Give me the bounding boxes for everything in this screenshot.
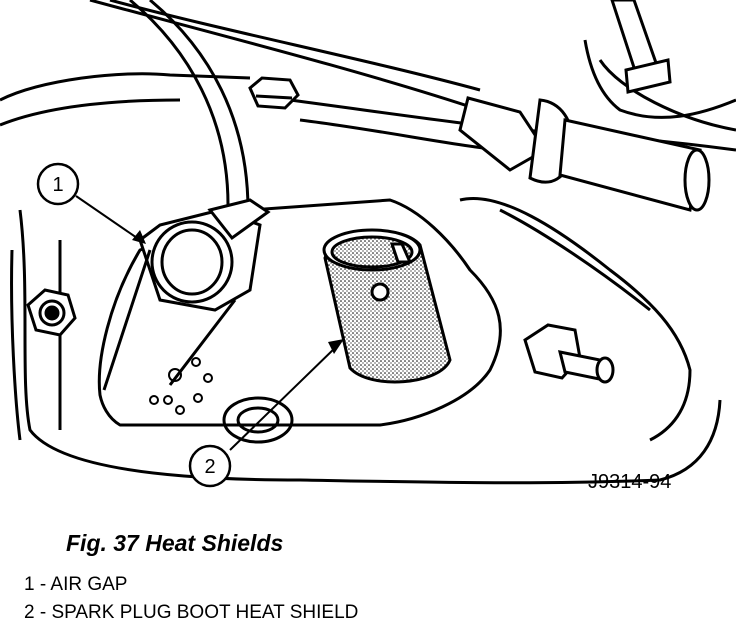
callout-2: 2: [188, 444, 232, 488]
legend-item-heat-shield: 2 - SPARK PLUG BOOT HEAT SHIELD: [24, 602, 359, 623]
top-rod: [610, 0, 672, 94]
callout-leaders: [75, 195, 339, 451]
boot-heat-shield-cylinder: [322, 228, 452, 384]
callout-2-number: 2: [204, 456, 215, 478]
callout-1-number: 1: [52, 174, 63, 196]
callout-2-leader: [229, 344, 339, 451]
right-stud-bolt: [523, 323, 615, 384]
top-bolt: [248, 76, 300, 110]
vent-holes: [149, 357, 213, 415]
right-plug-boot: [458, 96, 711, 212]
figure-caption: Fig. 37 Heat Shields: [66, 530, 284, 556]
drawing-id: J9314-94: [588, 471, 672, 493]
spark-plug-port: [222, 396, 294, 444]
callout-1: 1: [36, 162, 80, 206]
callout-1-leader: [75, 195, 141, 241]
heat-shield-illustration: 1 2: [0, 0, 736, 488]
ignition-wires: [89, 0, 481, 211]
legend-item-air-gap: 1 - AIR GAP: [24, 574, 128, 595]
callout-arrowheads: [132, 230, 344, 354]
left-plug-boot: [102, 198, 271, 391]
left-stud-bolt: [26, 288, 77, 337]
